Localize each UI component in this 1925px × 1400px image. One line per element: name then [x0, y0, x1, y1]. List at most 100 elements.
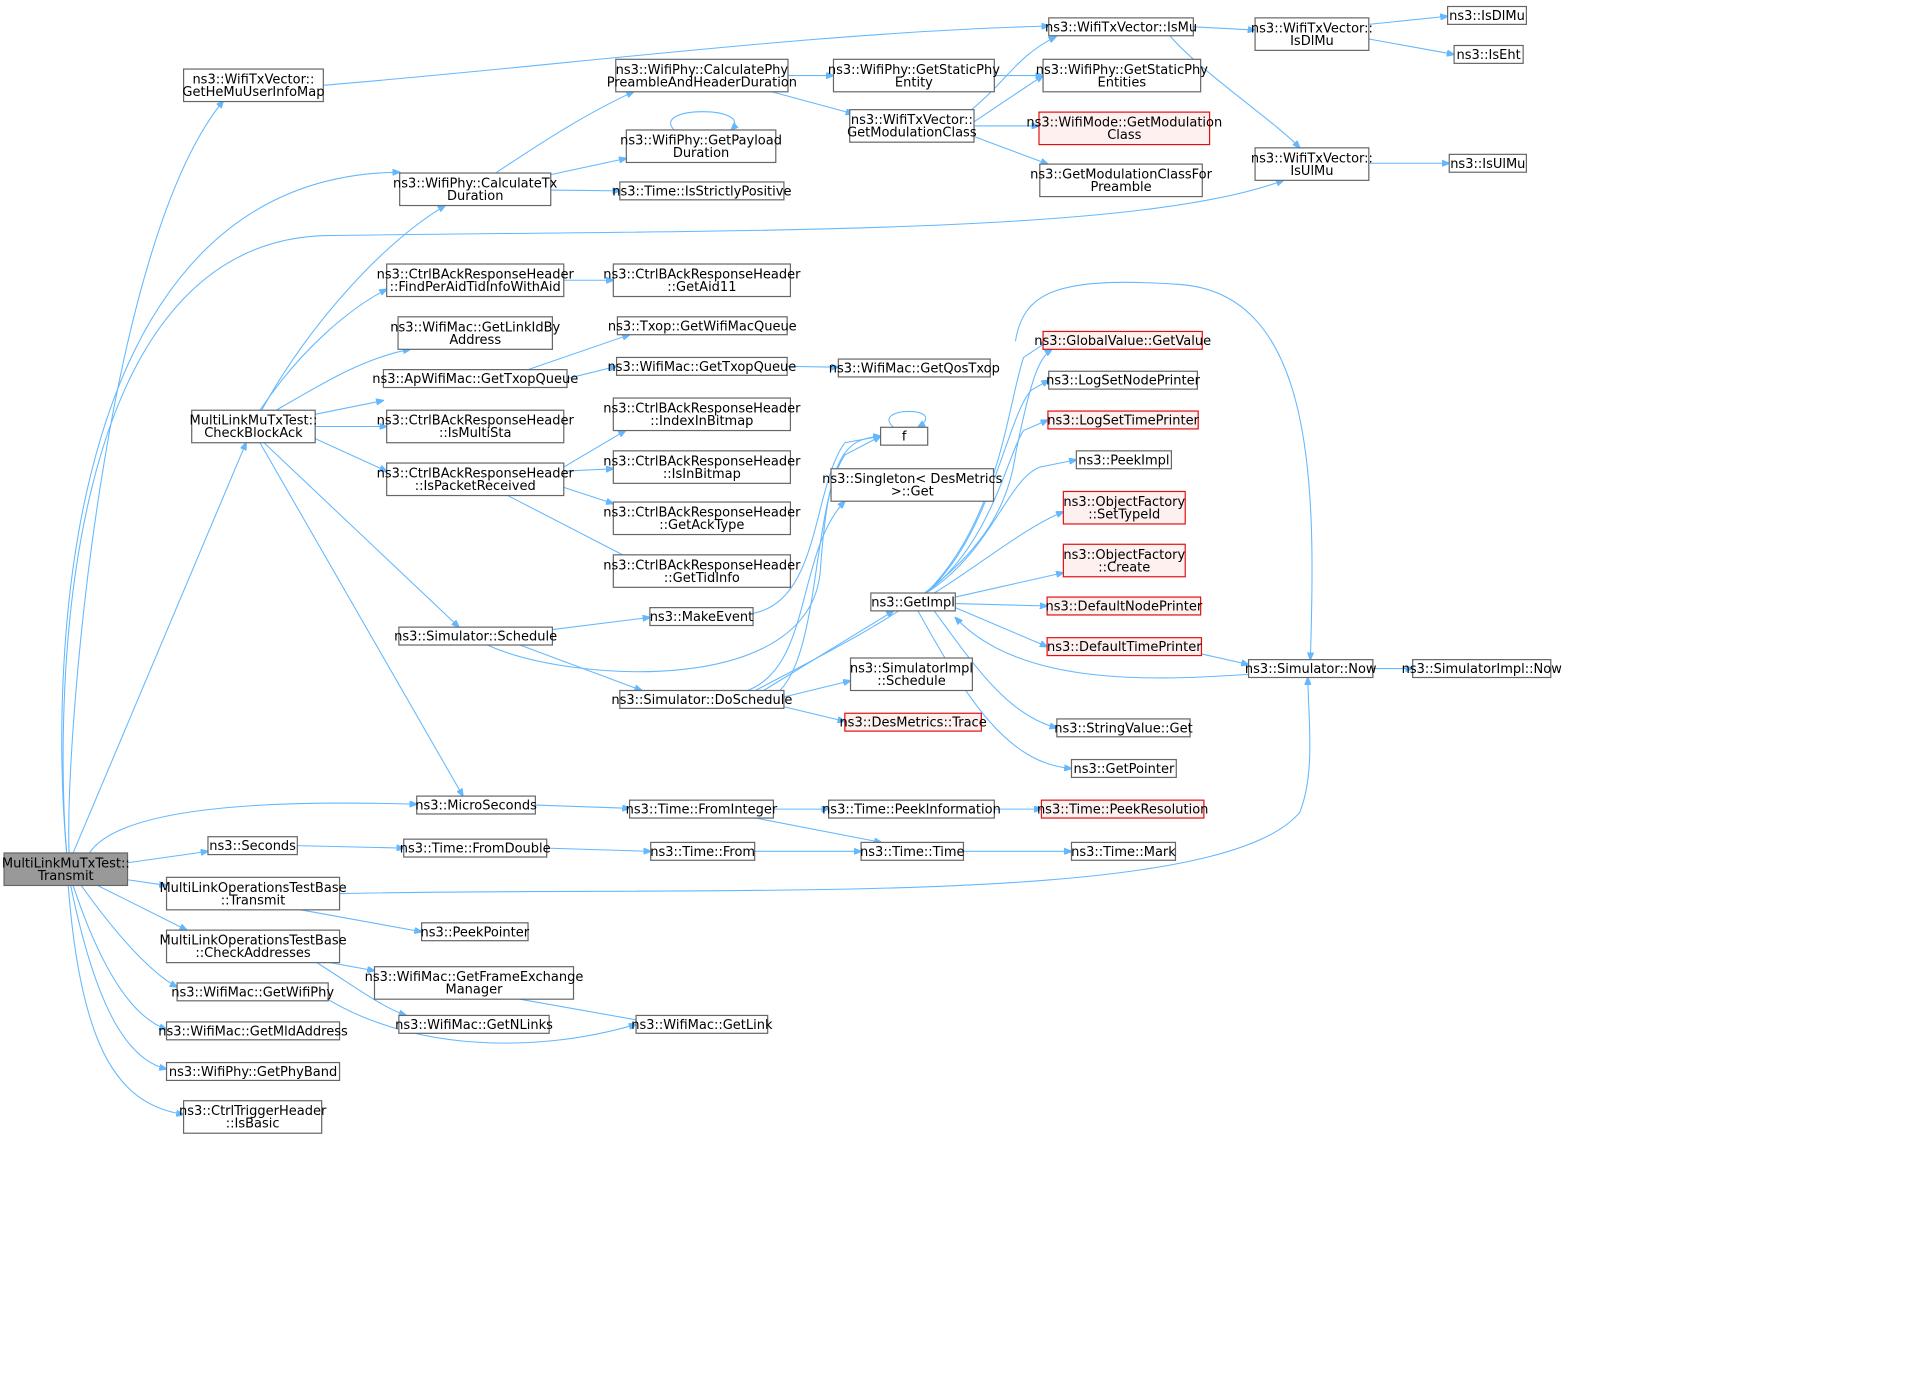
node-mloTransmit[interactable]: MultiLinkOperationsTestBase::Transmit: [159, 876, 347, 911]
edge-doSchedule-to-simImplSchedule: [783, 681, 851, 698]
node-getMld[interactable]: ns3::WifiMac::GetMldAddress: [158, 1021, 348, 1041]
node-calcPreamble[interactable]: ns3::WifiPhy::CalculatePhyPreambleAndHea…: [607, 58, 797, 93]
edge-isPktRecv-to-indexInBitmap: [563, 431, 626, 468]
node-isBasic[interactable]: ns3::CtrlTriggerHeader::IsBasic: [179, 1100, 327, 1134]
node-getWifiPhy[interactable]: ns3::WifiMac::GetWifiPhy: [171, 982, 334, 1002]
node-ofSetTypeId[interactable]: ns3::ObjectFactory::SetTypeId: [1062, 490, 1186, 525]
node-label: ns3::WifiTxVector::IsMu: [1045, 20, 1197, 35]
node-isMultiSta[interactable]: ns3::CtrlBAckResponseHeader::IsMultiSta: [377, 409, 575, 444]
node-simNow[interactable]: ns3::Simulator::Now: [1245, 659, 1377, 679]
node-simImplNow[interactable]: ns3::SimulatorImpl::Now: [1402, 659, 1563, 679]
node-label: ns3::CtrlBAckResponseHeader: [603, 402, 801, 417]
node-isStrictPos[interactable]: ns3::Time::IsStrictlyPositive: [612, 181, 791, 201]
node-getPhyBand[interactable]: ns3::WifiPhy::GetPhyBand: [165, 1061, 341, 1082]
node-root[interactable]: MultiLinkMuTxTest::Transmit: [2, 852, 130, 887]
node-getAckType[interactable]: ns3::CtrlBAckResponseHeader::GetAckType: [603, 501, 801, 536]
node-getHeMu[interactable]: ns3::WifiTxVector::GetHeMuUserInfoMap: [182, 68, 324, 103]
node-label: ns3::WifiMac::GetLinkIdBy: [390, 320, 560, 335]
node-ofCreate[interactable]: ns3::ObjectFactory::Create: [1062, 543, 1186, 578]
node-label: ns3::IsEht: [1457, 48, 1521, 63]
node-defNodePrinter[interactable]: ns3::DefaultNodePrinter: [1046, 596, 1203, 616]
node-label: ns3::WifiPhy::GetStaticPhy: [828, 63, 1000, 78]
node-box: [403, 838, 548, 858]
node-txopGetQueue[interactable]: ns3::Txop::GetWifiMacQueue: [608, 316, 797, 336]
node-peekInfo[interactable]: ns3::Time::PeekInformation: [822, 799, 1001, 819]
node-box: [650, 841, 756, 861]
node-label: ns3::DefaultTimePrinter: [1047, 640, 1202, 655]
node-getAid11[interactable]: ns3::CtrlBAckResponseHeader::GetAid11: [603, 263, 801, 298]
node-simImplSchedule[interactable]: ns3::SimulatorImpl::Schedule: [850, 657, 973, 692]
node-label: ns3::IsDlMu: [1449, 9, 1525, 24]
node-isMu[interactable]: ns3::WifiTxVector::IsMu: [1045, 17, 1197, 37]
node-makeEvent[interactable]: ns3::MakeEvent: [649, 607, 754, 627]
node-box: [1046, 596, 1202, 616]
node-isEht[interactable]: ns3::IsEht: [1453, 44, 1524, 64]
node-peekImpl[interactable]: ns3::PeekImpl: [1075, 450, 1173, 470]
node-wmGetModClass[interactable]: ns3::WifiMode::GetModulationClass: [1026, 111, 1222, 146]
node-getQosTxop[interactable]: ns3::WifiMac::GetQosTxop: [829, 358, 1000, 378]
node-singletonGet[interactable]: ns3::Singleton< DesMetrics >::Get: [822, 468, 1003, 502]
node-doSchedule[interactable]: ns3::Simulator::DoSchedule: [611, 689, 792, 709]
node-gvGetValue[interactable]: ns3::GlobalValue::GetValue: [1034, 330, 1211, 350]
node-checkBA[interactable]: MultiLinkMuTxTest::CheckBlockAck: [190, 409, 318, 444]
edge-checkBA-to-micro: [259, 442, 463, 796]
node-timeFrom[interactable]: ns3::Time::From: [650, 841, 756, 861]
node-fromInteger[interactable]: ns3::Time::FromInteger: [626, 799, 778, 819]
node-isInBitmap[interactable]: ns3::CtrlBAckResponseHeader::IsInBitmap: [603, 450, 801, 484]
node-getNLinks[interactable]: ns3::WifiMac::GetNLinks: [395, 1014, 553, 1034]
node-timeTime[interactable]: ns3::Time::Time: [860, 841, 964, 861]
node-label: ns3::WifiMac::GetWifiPhy: [171, 985, 334, 1000]
node-isPktRecv[interactable]: ns3::CtrlBAckResponseHeader::IsPacketRec…: [377, 462, 575, 497]
node-indexInBitmap[interactable]: ns3::CtrlBAckResponseHeader::IndexInBitm…: [603, 397, 801, 432]
node-seconds[interactable]: ns3::Seconds: [207, 836, 298, 856]
node-logNodePrinter[interactable]: ns3::LogSetNodePrinter: [1046, 370, 1201, 390]
node-stringValueGet[interactable]: ns3::StringValue::Get: [1054, 718, 1193, 738]
node-isDlMu[interactable]: ns3::WifiTxVector::IsDlMu: [1251, 17, 1373, 51]
node-label: ns3::CtrlTriggerHeader: [179, 1104, 327, 1119]
node-box: [1039, 163, 1203, 198]
node-logTimePrinter[interactable]: ns3::LogSetTimePrinter: [1047, 410, 1200, 430]
node-desTrace[interactable]: ns3::DesMetrics::Trace: [839, 712, 987, 732]
node-getLink[interactable]: ns3::WifiMac::GetLink: [631, 1014, 773, 1034]
node-isDlMuFree[interactable]: ns3::IsDlMu: [1447, 5, 1528, 25]
node-peekResolution[interactable]: ns3::Time::PeekResolution: [1037, 799, 1208, 819]
edge-root-to-getMld: [72, 885, 166, 1029]
node-label: Entity: [895, 75, 933, 90]
node-label: ns3::Time::PeekResolution: [1037, 803, 1208, 818]
node-label: ns3::WifiPhy::GetStaticPhy: [1036, 63, 1208, 78]
node-label: ::GetTidInfo: [664, 571, 740, 586]
edge-getPayload-to-getPayload: [670, 111, 735, 130]
node-mloCheckAddr[interactable]: MultiLinkOperationsTestBase::CheckAddres…: [159, 929, 347, 964]
node-fromDouble[interactable]: ns3::Time::FromDouble: [400, 838, 551, 858]
node-apGetTxop[interactable]: ns3::ApWifiMac::GetTxopQueue: [372, 369, 578, 389]
node-label: IsUlMu: [1290, 164, 1333, 179]
node-wmGetTxop[interactable]: ns3::WifiMac::GetTxopQueue: [607, 356, 796, 376]
node-getImpl[interactable]: ns3::GetImpl: [870, 592, 956, 612]
node-getPointer[interactable]: ns3::GetPointer: [1070, 758, 1177, 779]
node-box: [1042, 330, 1203, 350]
node-timeMark[interactable]: ns3::Time::Mark: [1070, 841, 1176, 861]
edge-root-to-calcTx: [61, 172, 400, 854]
node-findPerAid[interactable]: ns3::CtrlBAckResponseHeader::FindPerAidT…: [377, 263, 575, 298]
node-defTimePrinter[interactable]: ns3::DefaultTimePrinter: [1046, 637, 1202, 657]
edge-isDlMu-to-isDlMuFree: [1368, 16, 1448, 25]
node-label: ns3::GetImpl: [871, 595, 955, 610]
node-getTidInfo[interactable]: ns3::CtrlBAckResponseHeader::GetTidInfo: [603, 554, 801, 588]
node-getModClass[interactable]: ns3::WifiTxVector::GetModulationClass: [847, 109, 977, 143]
node-peekPointer[interactable]: ns3::PeekPointer: [421, 922, 530, 942]
edge-calcTx-to-isStrictPos: [550, 190, 620, 191]
node-label: ns3::IsUlMu: [1450, 157, 1525, 172]
node-simSchedule[interactable]: ns3::Simulator::Schedule: [394, 626, 557, 646]
node-isUlMuFree[interactable]: ns3::IsUlMu: [1448, 153, 1528, 173]
node-label: ns3::WifiTxVector::: [1251, 151, 1373, 166]
node-f[interactable]: f: [879, 426, 929, 446]
node-isUlMu[interactable]: ns3::WifiTxVector::IsUlMu: [1251, 147, 1373, 181]
node-micro[interactable]: ns3::MicroSeconds: [415, 795, 537, 815]
